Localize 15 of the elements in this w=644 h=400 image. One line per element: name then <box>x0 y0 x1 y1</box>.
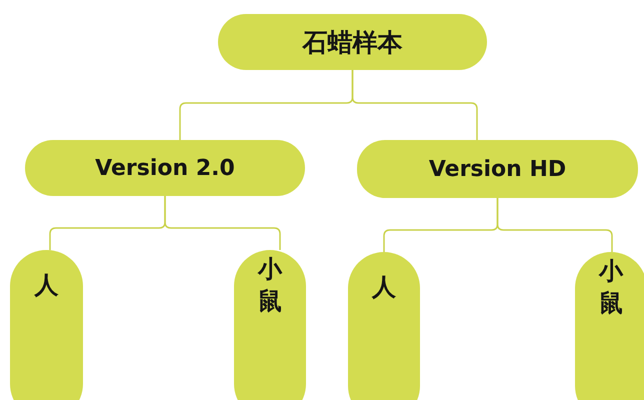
rounded-box <box>575 252 644 400</box>
node-label: 人 <box>34 270 58 301</box>
rounded-box <box>234 250 306 400</box>
rounded-box <box>348 252 420 400</box>
bracket-connector <box>352 70 478 140</box>
node-label: Version HD <box>428 156 566 182</box>
node-label: 石蜡样本 <box>302 26 402 58</box>
rounded-box <box>357 140 638 198</box>
node-label: 小鼠 <box>599 256 623 319</box>
node-label: 小鼠 <box>258 254 282 317</box>
node-label: Version 2.0 <box>95 156 235 180</box>
rounded-box <box>10 250 83 400</box>
bracket-connector <box>164 196 281 250</box>
node-label: 人 <box>372 272 396 303</box>
bracket-connector <box>496 198 613 252</box>
